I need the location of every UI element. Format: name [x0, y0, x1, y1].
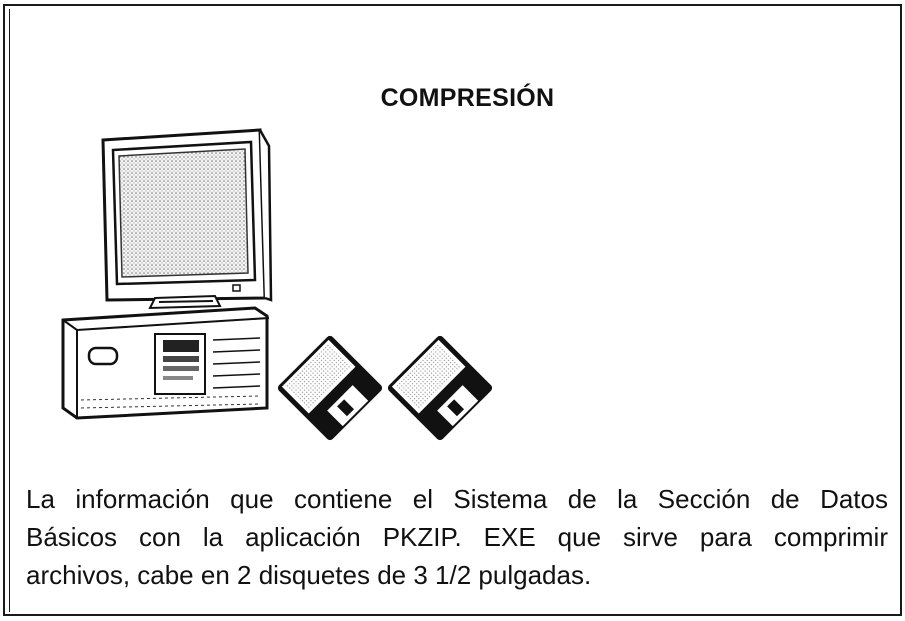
body-line: Básicos con la aplicación PKZIP. EXE que… — [26, 522, 888, 552]
page-inner-border — [9, 9, 896, 612]
body-line: La información que contiene el Sistema d… — [26, 484, 888, 514]
page-title: COMPRESIÓN — [0, 84, 905, 113]
body-paragraph: La información que contiene el Sistema d… — [26, 480, 888, 594]
computer-icon — [61, 128, 273, 420]
computer-and-floppies-illustration — [61, 128, 493, 441]
floppy-disk-icon — [387, 335, 493, 441]
page-border — [3, 4, 902, 616]
body-line: archivos, cabe en 2 disquetes de 3 1/2 p… — [26, 560, 592, 590]
title-text: COMPRESIÓN — [380, 84, 555, 112]
floppy-disk-icon — [277, 335, 383, 441]
